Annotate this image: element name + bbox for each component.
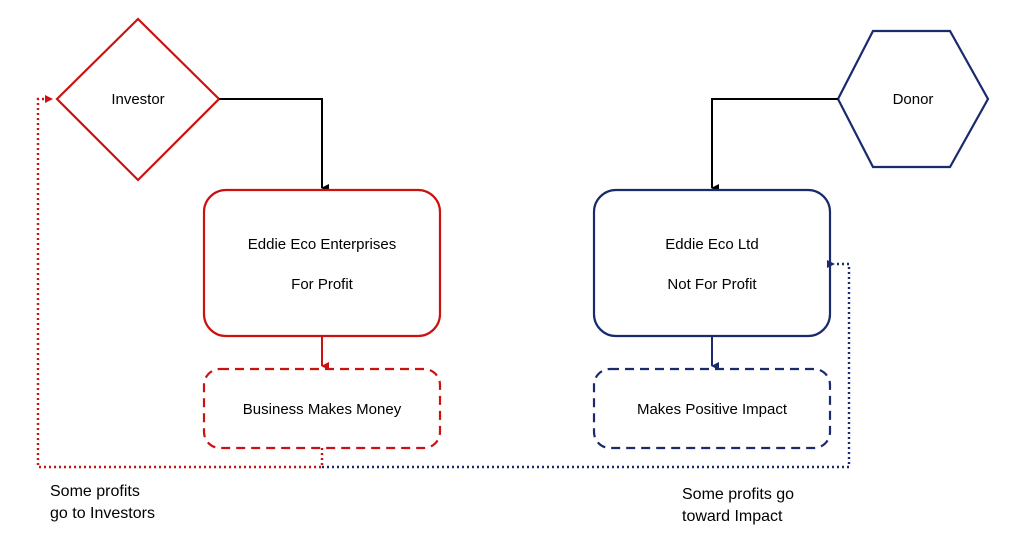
impact-outcome-shape [592,367,832,450]
enterprise-type: For Profit [291,276,354,293]
ltd-box: Eddie Eco Ltd Not For Profit [592,188,832,338]
impact-profits-caption: Some profits go toward Impact [682,486,795,525]
donor-to-ltd-arrow [711,98,838,192]
investor-node: Investor [55,17,221,182]
donor-label: Donor [893,91,934,108]
investor-to-enterprise-arrow [219,98,329,192]
ltd-type: Not For Profit [667,276,757,293]
ltd-name: Eddie Eco Ltd [665,236,758,253]
ltd-box-shape [592,188,832,338]
impact-outcome-label: Makes Positive Impact [637,401,788,418]
enterprise-box-shape [202,188,442,338]
profits-to-investor-arrow [36,95,324,469]
investor-diamond-shape [55,17,221,182]
donor-hexagon-shape [836,29,990,169]
enterprise-name: Eddie Eco Enterprises [248,236,396,253]
donor-node: Donor [836,29,990,169]
investor-label: Investor [111,91,164,108]
investor-profits-caption: Some profits go to Investors [50,483,155,522]
business-outcome-box: Business Makes Money [202,367,442,450]
business-outcome-shape [202,367,442,450]
enterprise-box: Eddie Eco Enterprises For Profit [202,188,442,338]
business-outcome-label: Business Makes Money [243,401,402,418]
impact-outcome-box: Makes Positive Impact [592,367,832,450]
